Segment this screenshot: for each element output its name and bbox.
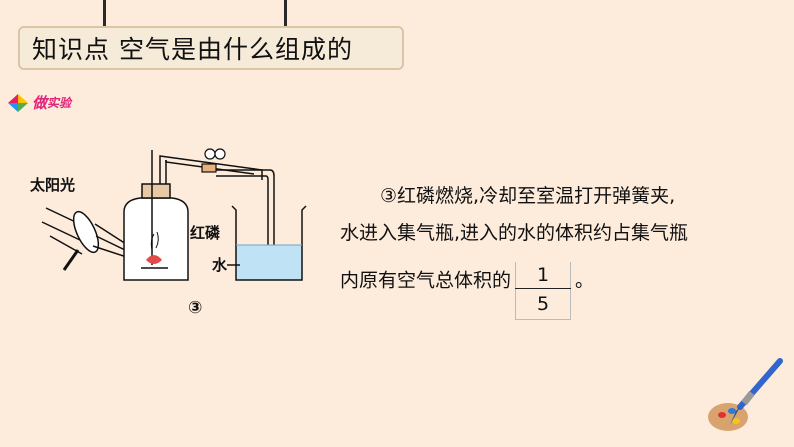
title-banner: 知识点 空气是由什么组成的	[18, 26, 404, 70]
water-label: 水	[212, 256, 228, 274]
colorful-kite-icon	[8, 93, 28, 112]
fraction-denominator: 5	[515, 289, 572, 320]
phosphorus-label: 红磷	[190, 224, 221, 242]
hanging-line-left	[103, 0, 106, 30]
spring-clamp-icon	[201, 148, 226, 173]
page-title: 知识点 空气是由什么组成的	[32, 35, 353, 64]
experiment-logo-main: 做	[32, 94, 48, 112]
gas-collection-bottle	[123, 150, 263, 281]
description-line-2: 水进入集气瓶,进入的水的体积约占集气瓶	[340, 222, 689, 244]
experiment-logo: 做 实验	[6, 92, 71, 113]
hanging-line-right	[284, 0, 287, 30]
experiment-logo-sub: 实验	[47, 96, 72, 110]
experiment-description: ③红磷燃烧,冷却至室温打开弹簧夹, 水进入集气瓶,进入的水的体积约占集气瓶 内原…	[340, 178, 770, 320]
connecting-tube	[216, 169, 275, 260]
step-number-label: ③	[188, 298, 202, 318]
fraction-numerator: 1	[515, 262, 572, 288]
beaker	[231, 205, 307, 281]
fraction-bar	[515, 288, 572, 289]
description-line-3-prefix: 内原有空气总体积的	[340, 269, 512, 292]
burning-phosphorus	[141, 231, 168, 269]
description-line-1: ③红磷燃烧,冷却至室温打开弹簧夹,	[380, 185, 676, 207]
apparatus-diagram: 太阳光 红磷 水 ③	[30, 148, 307, 318]
description-line-3-suffix: 。	[575, 269, 595, 292]
paintbrush-icon	[708, 358, 783, 431]
sunlight-label: 太阳光	[30, 176, 75, 194]
